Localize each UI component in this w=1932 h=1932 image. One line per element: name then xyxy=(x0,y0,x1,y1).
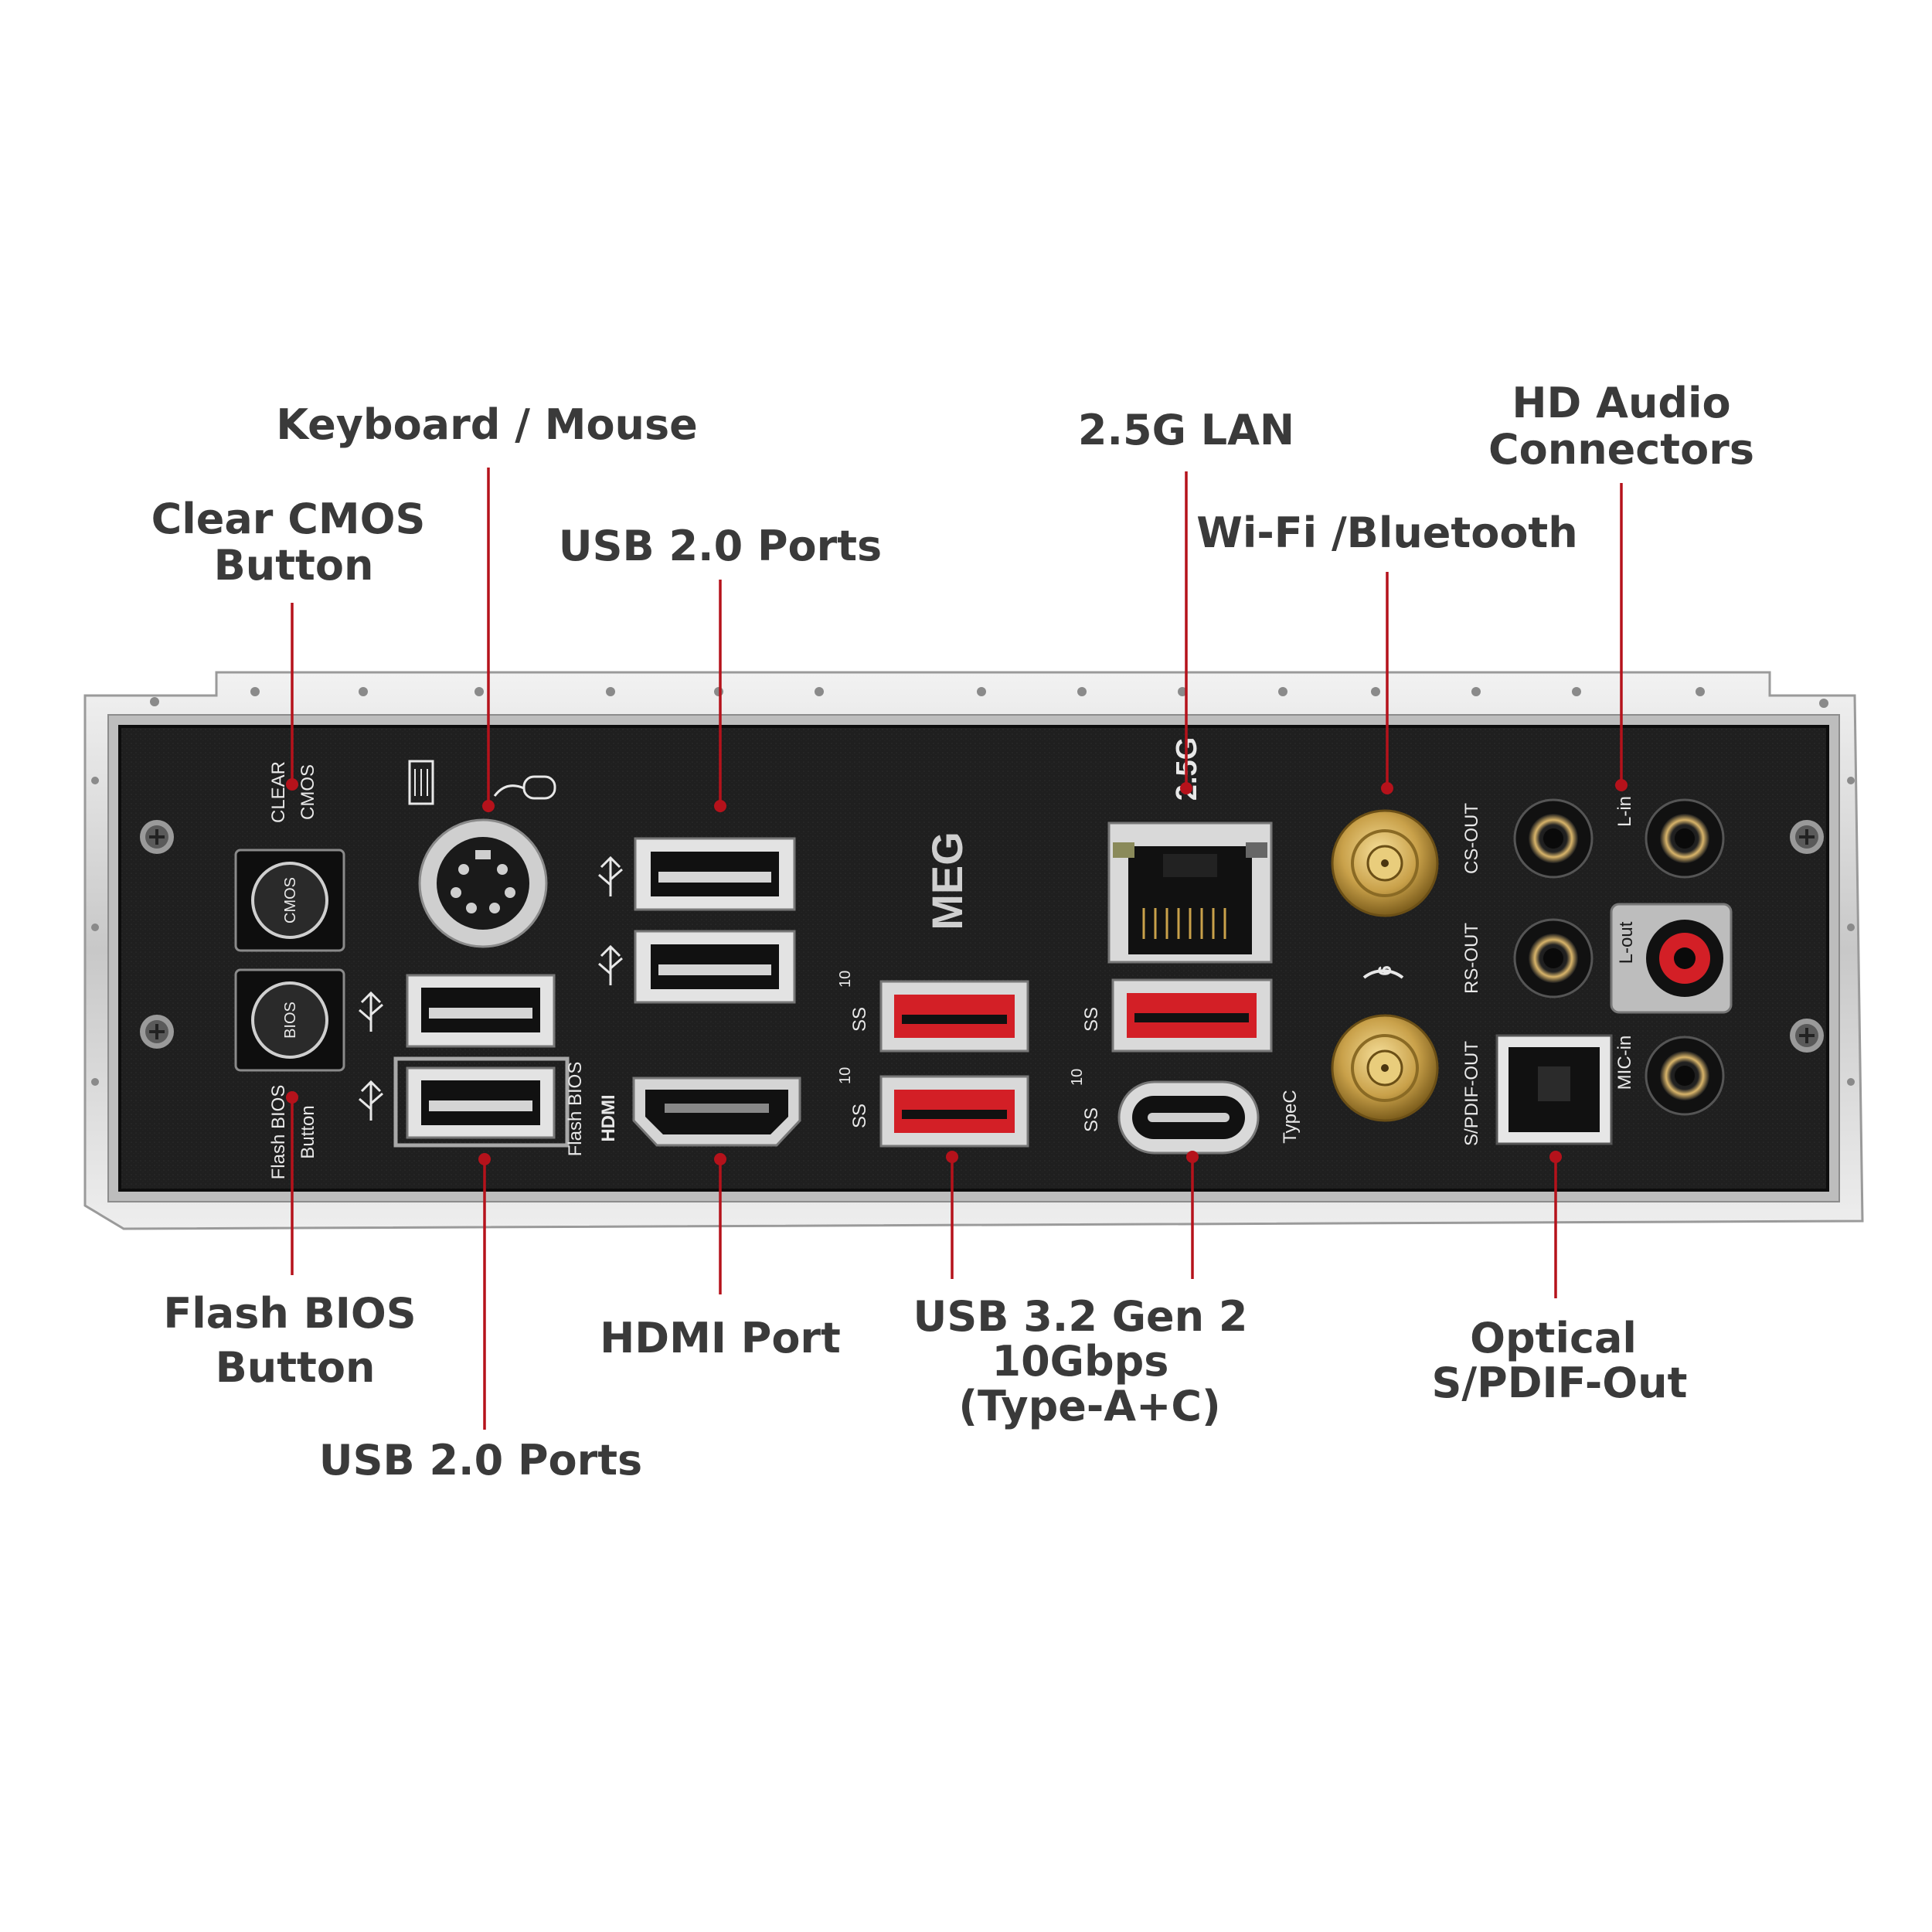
rs-out-silk: RS-OUT xyxy=(1461,923,1482,994)
usb20-port-top-2[interactable] xyxy=(634,930,796,1004)
label-usb32-line3: (Type-A+C) xyxy=(958,1382,1220,1430)
label-usb20-bottom: USB 2.0 Ports xyxy=(319,1436,642,1485)
clear-cmos-silk-line1: CLEAR xyxy=(268,761,289,823)
leader-lines xyxy=(291,468,1623,1430)
usb32-port-3[interactable] xyxy=(1111,978,1273,1053)
ss-speed-4: 10 xyxy=(1069,1069,1086,1086)
ss-label-2: SS xyxy=(849,1104,870,1128)
ss-label-3: SS xyxy=(1081,1007,1102,1032)
clear-cmos-button[interactable]: CMOS xyxy=(234,849,345,952)
bios-button-text: BIOS xyxy=(282,1002,299,1039)
usb-icons xyxy=(359,855,623,1121)
label-keyboard-mouse: Keyboard / Mouse xyxy=(276,400,698,449)
usb32-port-2[interactable] xyxy=(879,1075,1029,1148)
flash-bios-silk-line2: Button xyxy=(298,1105,318,1158)
wifi-antenna-connector-1[interactable] xyxy=(1331,809,1439,917)
label-hd-audio-line1: HD Audio xyxy=(1512,379,1730,427)
hdmi-logo: HDMI xyxy=(598,1094,619,1141)
ss-label-1: SS xyxy=(849,1007,870,1032)
label-clear-cmos-line2: Button xyxy=(214,541,374,590)
audio-jack-l-in[interactable] xyxy=(1645,798,1725,879)
typec-silk: TypeC xyxy=(1280,1090,1301,1143)
label-wifi-bt: Wi-Fi /Bluetooth xyxy=(1196,509,1577,557)
usb20-flash-bios-port[interactable] xyxy=(393,1056,570,1148)
usb20-port-bottom-1[interactable] xyxy=(406,974,556,1048)
label-hdmi: HDMI Port xyxy=(600,1314,841,1362)
brand-logo: MEG xyxy=(923,832,971,930)
label-usb32-line2: 10Gbps xyxy=(992,1337,1169,1386)
usb32-port-1[interactable] xyxy=(879,980,1029,1053)
mic-in-silk: MIC-in xyxy=(1614,1036,1635,1090)
label-flash-bios-line1: Flash BIOS xyxy=(163,1289,416,1338)
usb20-port-top-1[interactable] xyxy=(634,837,796,911)
clear-cmos-silk-line2: CMOS xyxy=(298,764,318,820)
hdmi-port[interactable] xyxy=(632,1077,801,1147)
ss-label-4: SS xyxy=(1081,1107,1102,1132)
flash-bios-silkscreen: Flash BIOS Button xyxy=(268,1085,318,1180)
label-hd-audio-line2: Connectors xyxy=(1488,425,1754,474)
clear-cmos-silkscreen: CLEAR CMOS xyxy=(268,761,318,823)
label-usb20-top: USB 2.0 Ports xyxy=(559,522,882,570)
ps2-keyboard-mouse-port[interactable] xyxy=(418,818,548,948)
flash-bios-usb-silk: Flash BIOS xyxy=(565,1062,586,1157)
audio-silkscreen: CS-OUT RS-OUT S/PDIF-OUT L-in L-out MIC-… xyxy=(1461,796,1637,1146)
label-usb32-line1: USB 3.2 Gen 2 xyxy=(913,1292,1248,1341)
label-optical-line2: S/PDIF-Out xyxy=(1432,1359,1688,1407)
keyboard-icon xyxy=(408,760,434,805)
ss-speed-2: 10 xyxy=(837,1067,854,1084)
lan-port[interactable] xyxy=(1107,821,1273,964)
callout-labels: Keyboard / Mouse Clear CMOS Button USB 2… xyxy=(151,379,1754,1485)
cmos-button-text: CMOS xyxy=(282,877,299,923)
flash-bios-button[interactable]: BIOS xyxy=(234,968,345,1072)
ss-speed-1: 10 xyxy=(837,971,854,988)
spdif-out-silk: S/PDIF-OUT xyxy=(1461,1041,1482,1146)
leader-dots xyxy=(286,778,1628,1165)
cs-out-silk: CS-OUT xyxy=(1461,803,1482,874)
wifi-antenna-connector-2[interactable] xyxy=(1331,1014,1439,1122)
panel-screws xyxy=(140,820,1824,1053)
audio-jack-cs-out[interactable] xyxy=(1513,798,1594,879)
wifi6-number: 6 xyxy=(1375,965,1396,975)
usb32-typec-port[interactable] xyxy=(1117,1080,1260,1155)
audio-jack-rs-out[interactable] xyxy=(1513,918,1594,998)
label-flash-bios-line2: Button xyxy=(216,1343,376,1392)
optical-spdif-port[interactable] xyxy=(1495,1034,1613,1145)
flash-bios-silk-line1: Flash BIOS xyxy=(268,1085,289,1180)
label-lan: 2.5G LAN xyxy=(1078,406,1294,454)
mouse-icon xyxy=(493,775,556,800)
l-in-silk: L-in xyxy=(1614,796,1635,827)
audio-jack-l-out[interactable] xyxy=(1610,903,1733,1014)
audio-jack-mic-in[interactable] xyxy=(1645,1036,1725,1116)
wifi6-icon: 6 xyxy=(1362,965,1404,979)
superspeed-icons: SS 10 SS 10 SS SS 10 xyxy=(837,971,1102,1132)
label-clear-cmos-line1: Clear CMOS xyxy=(151,495,426,543)
l-out-silk: L-out xyxy=(1616,921,1637,964)
label-optical-line1: Optical xyxy=(1470,1314,1637,1362)
